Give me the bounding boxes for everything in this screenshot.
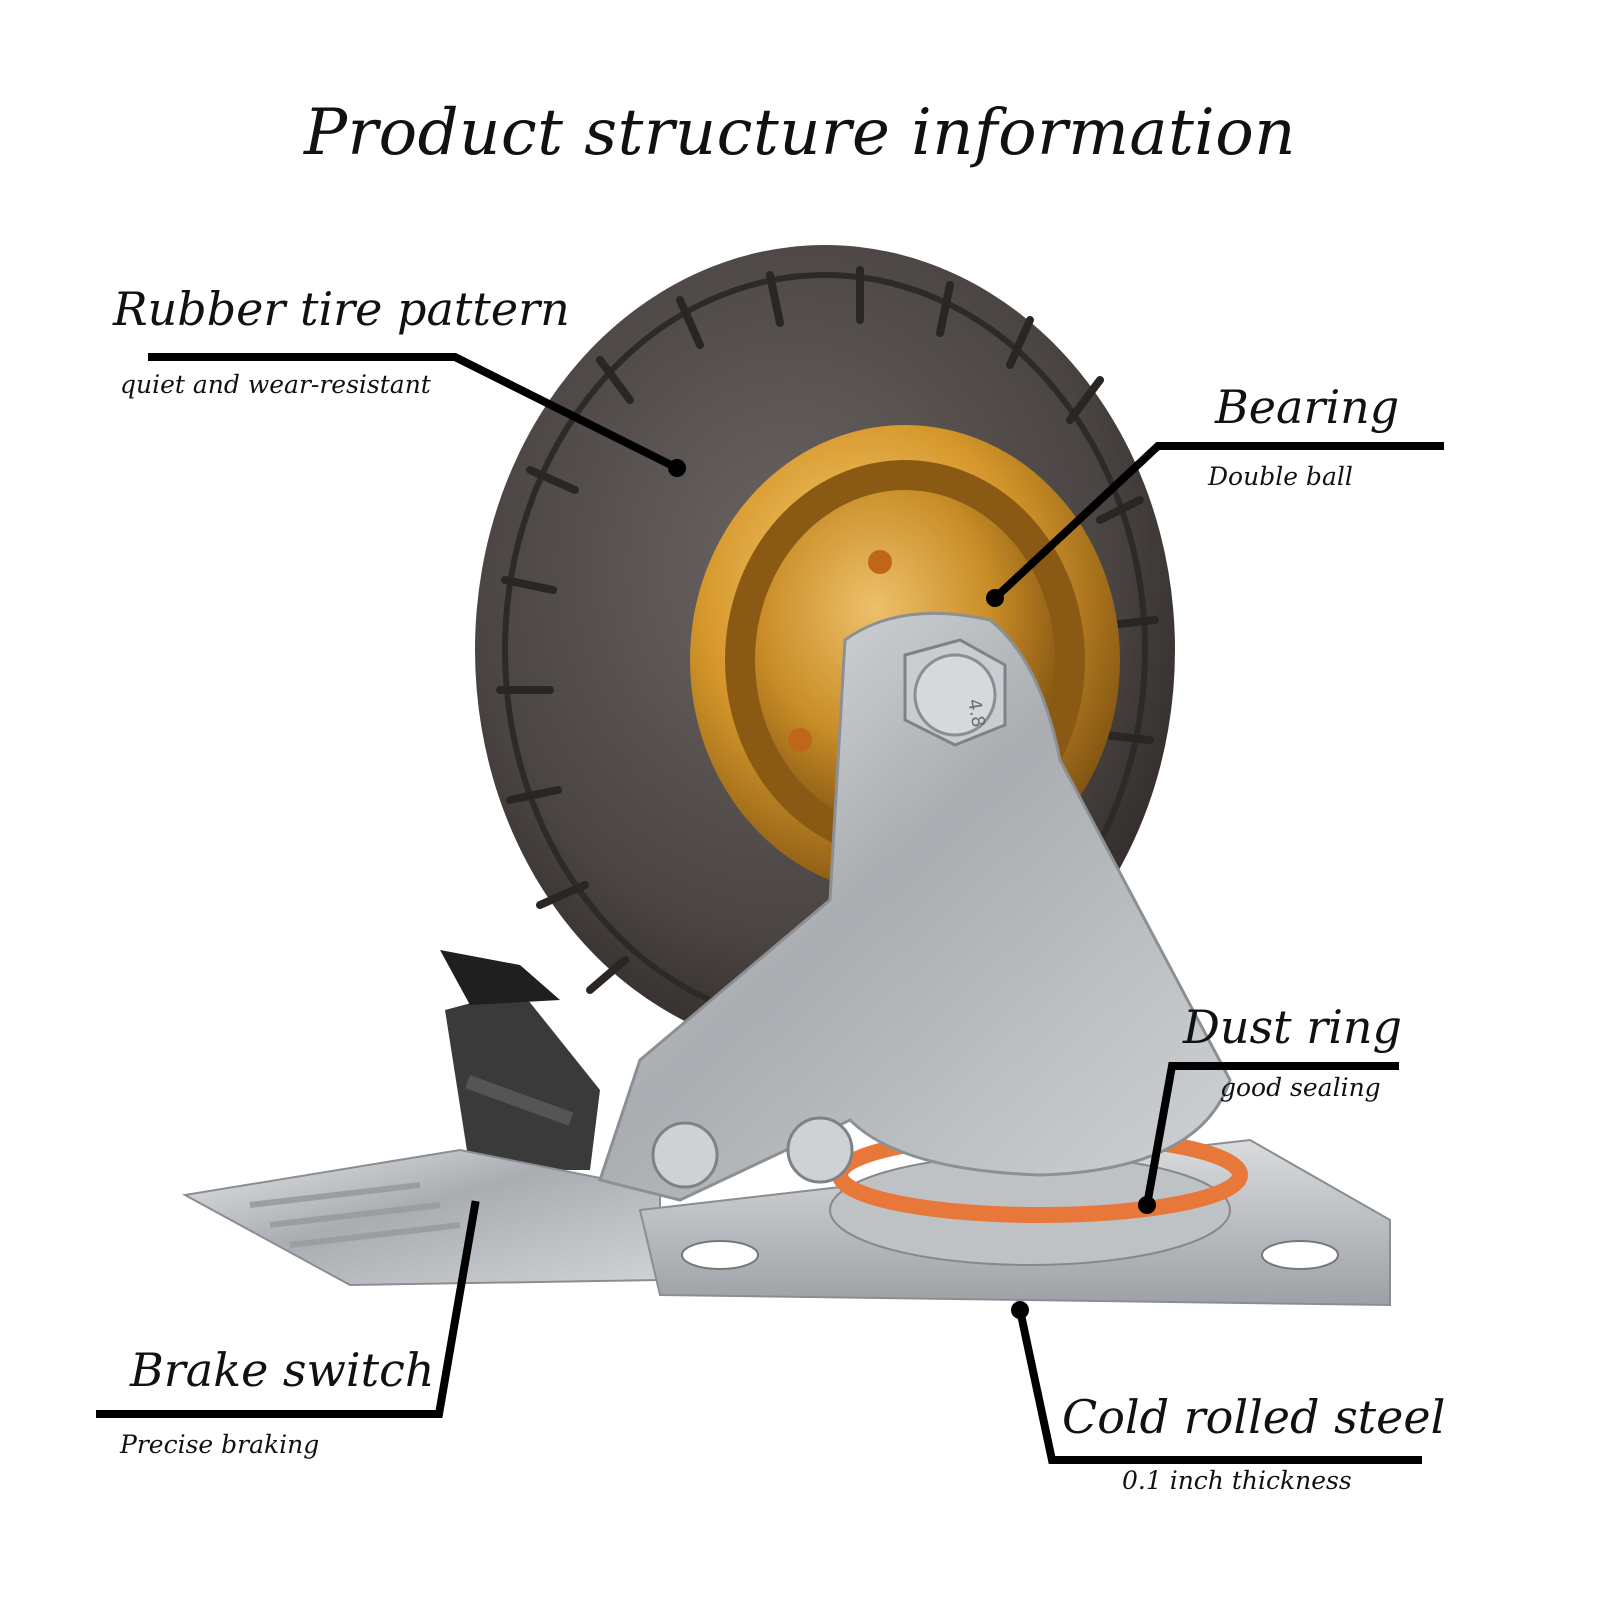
steel-label: Cold rolled steel [1062,1390,1446,1444]
brake-pin [465,1074,574,1126]
tire-tread-pattern [496,266,1159,994]
brake-lock-tab [440,950,560,1005]
brake-housing [445,990,600,1170]
tire-callout-dot [668,459,686,477]
callout-dots [668,459,1156,1319]
rivet [651,1121,719,1189]
rivet [786,1116,854,1184]
dust-ring-label: Dust ring [1183,1000,1402,1054]
steel-callout-dot [1011,1301,1029,1319]
plate-hole [1261,1240,1339,1270]
axle-bolt-head [913,653,997,737]
brake-pedal [181,1148,661,1287]
fork-bracket: 4.8 [598,611,1232,1202]
tire-detail: quiet and wear-resistant [120,370,431,399]
page-title: Product structure information [303,96,1297,170]
steel-detail: 0.1 inch thickness [1122,1466,1352,1495]
plate-hole [681,1240,759,1270]
brake-label: Brake switch [130,1343,435,1397]
hub-rivet [868,550,892,574]
tire-label: Rubber tire pattern [113,282,570,336]
brake-detail: Precise braking [120,1430,320,1459]
dust-ring-callout-dot [1138,1196,1156,1214]
bearing-detail: Double ball [1208,462,1353,491]
bolt-marking: 4.8 [963,697,989,729]
brake-pedal-ridges [249,1182,461,1248]
steel-leader-line [1015,1305,1422,1464]
brake-leader-line [96,1200,480,1418]
tire-leader-line [148,353,683,474]
bearing-label: Bearing [1215,380,1400,434]
dust-ring-detail: good sealing [1220,1073,1381,1102]
fork-leg [598,611,1232,1202]
hub-rivet [788,728,812,752]
callout-leaders [96,353,1444,1464]
brake-assembly [181,950,661,1287]
bearing-callout-dot [986,589,1004,607]
dust-ring-leader-line [1142,1062,1399,1210]
bearing-leader-line [989,442,1444,604]
